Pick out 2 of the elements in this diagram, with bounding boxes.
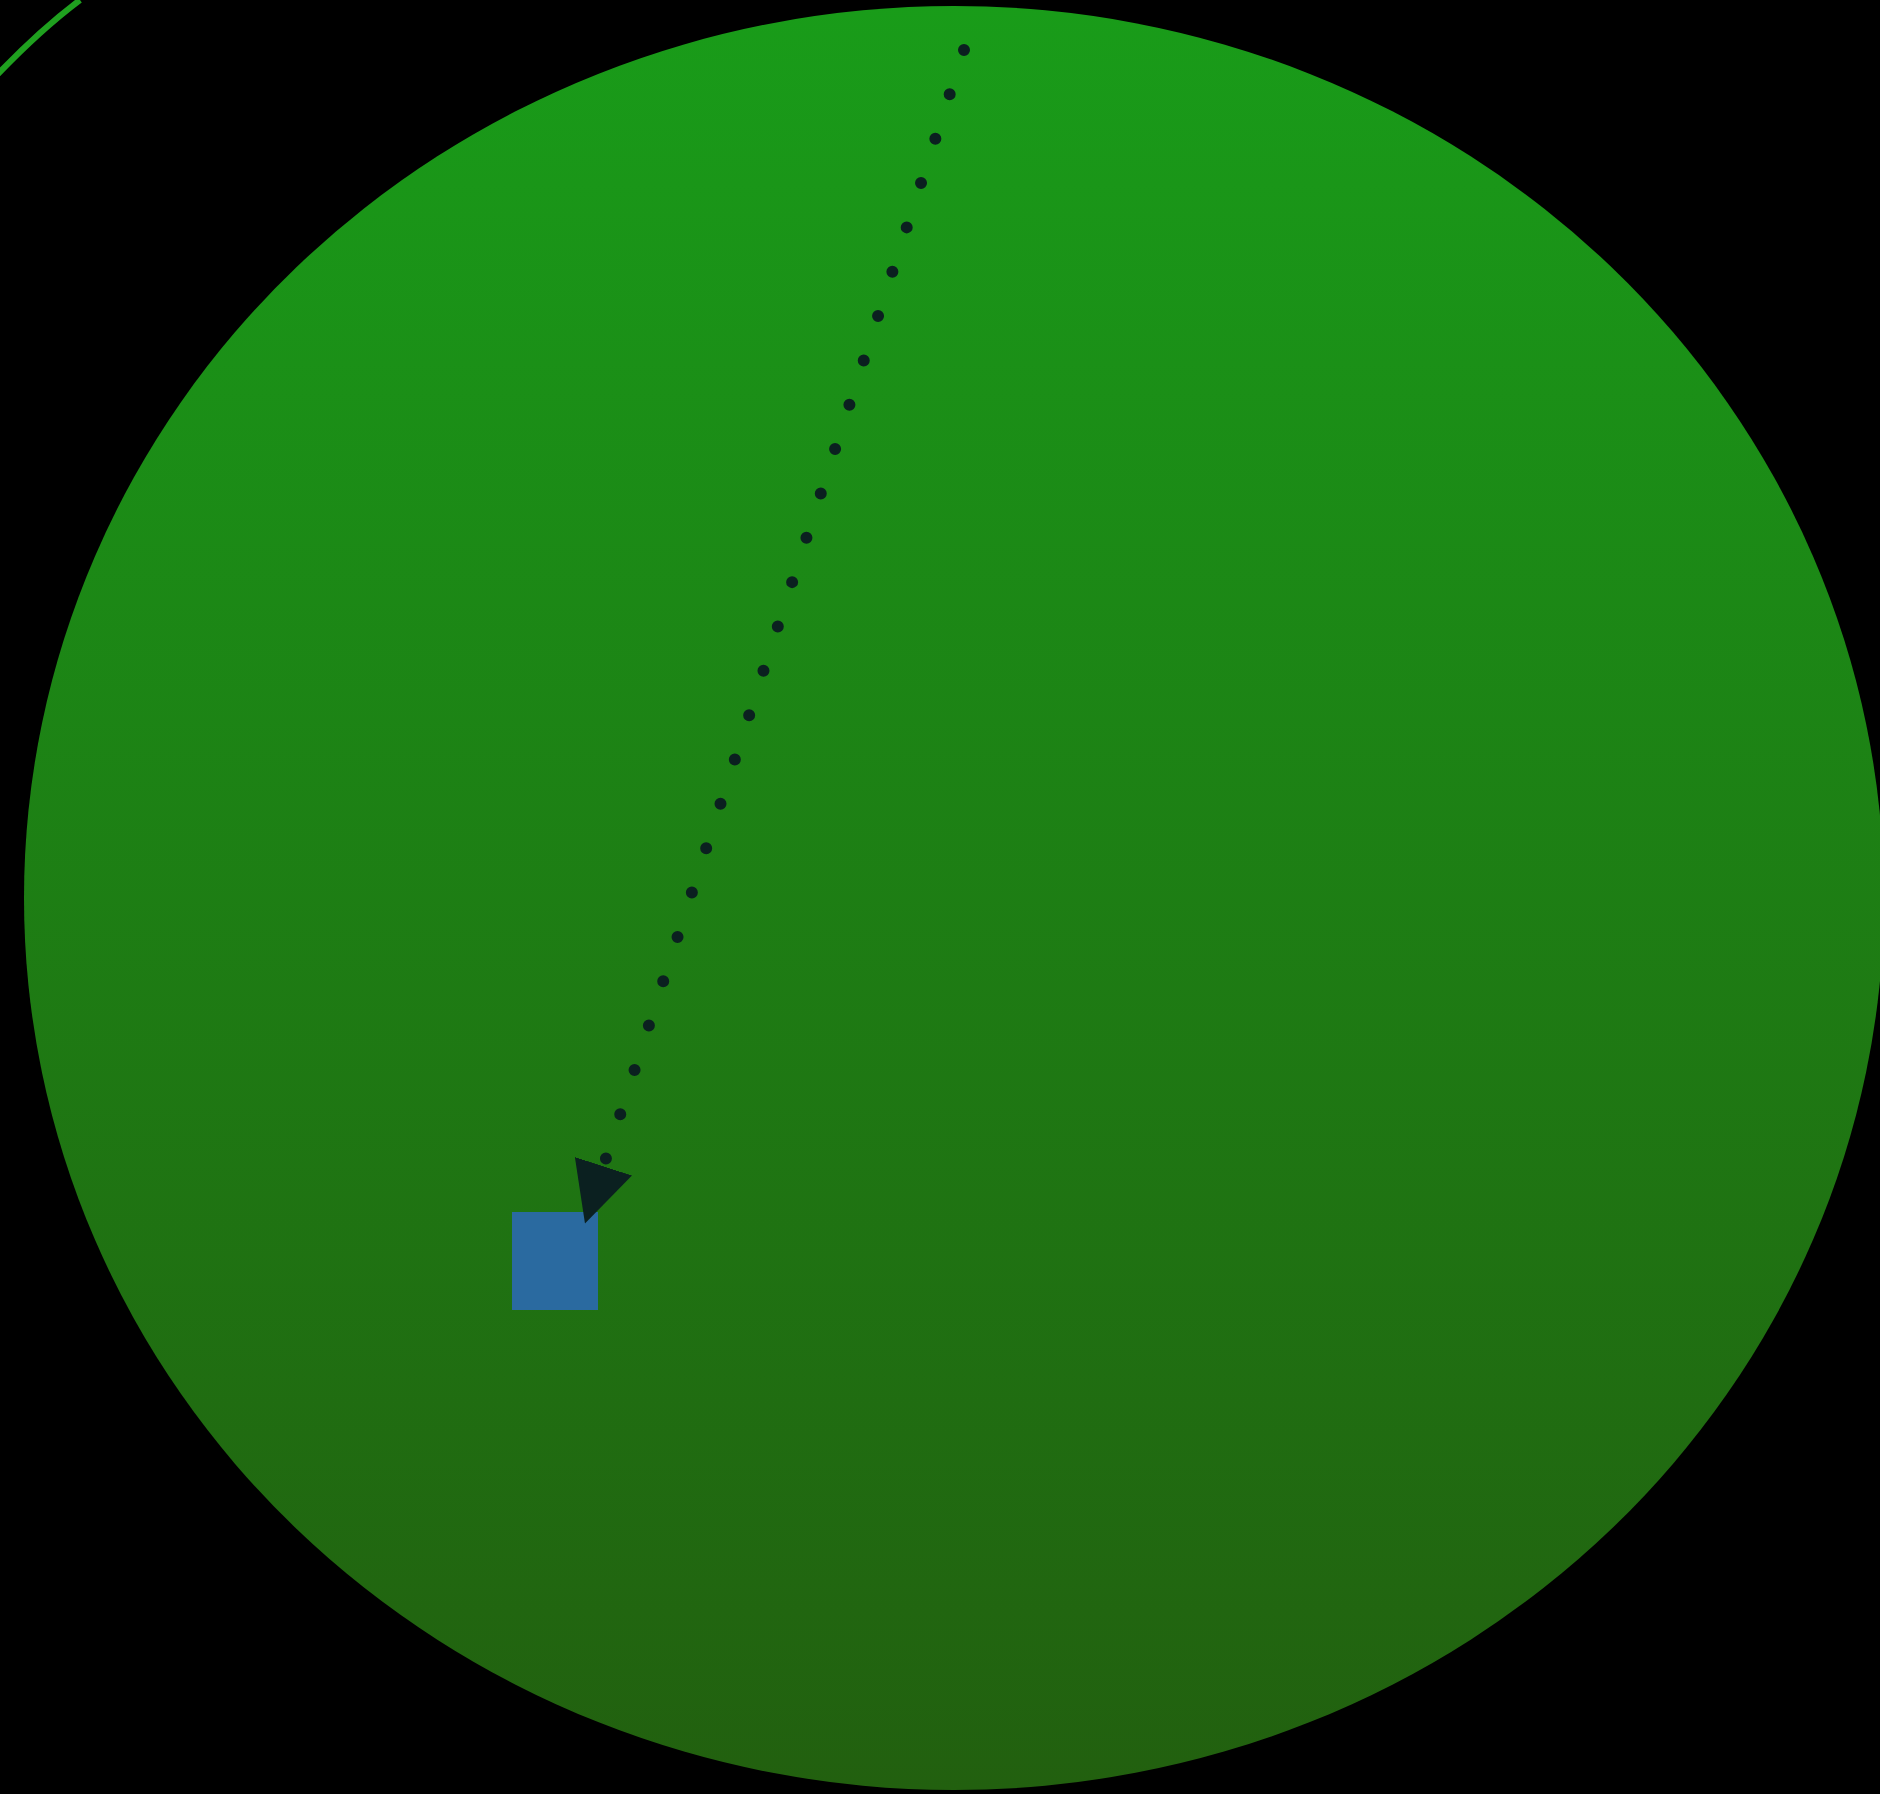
square-marker [512, 1212, 598, 1310]
dotted-arrow [574, 44, 970, 1224]
